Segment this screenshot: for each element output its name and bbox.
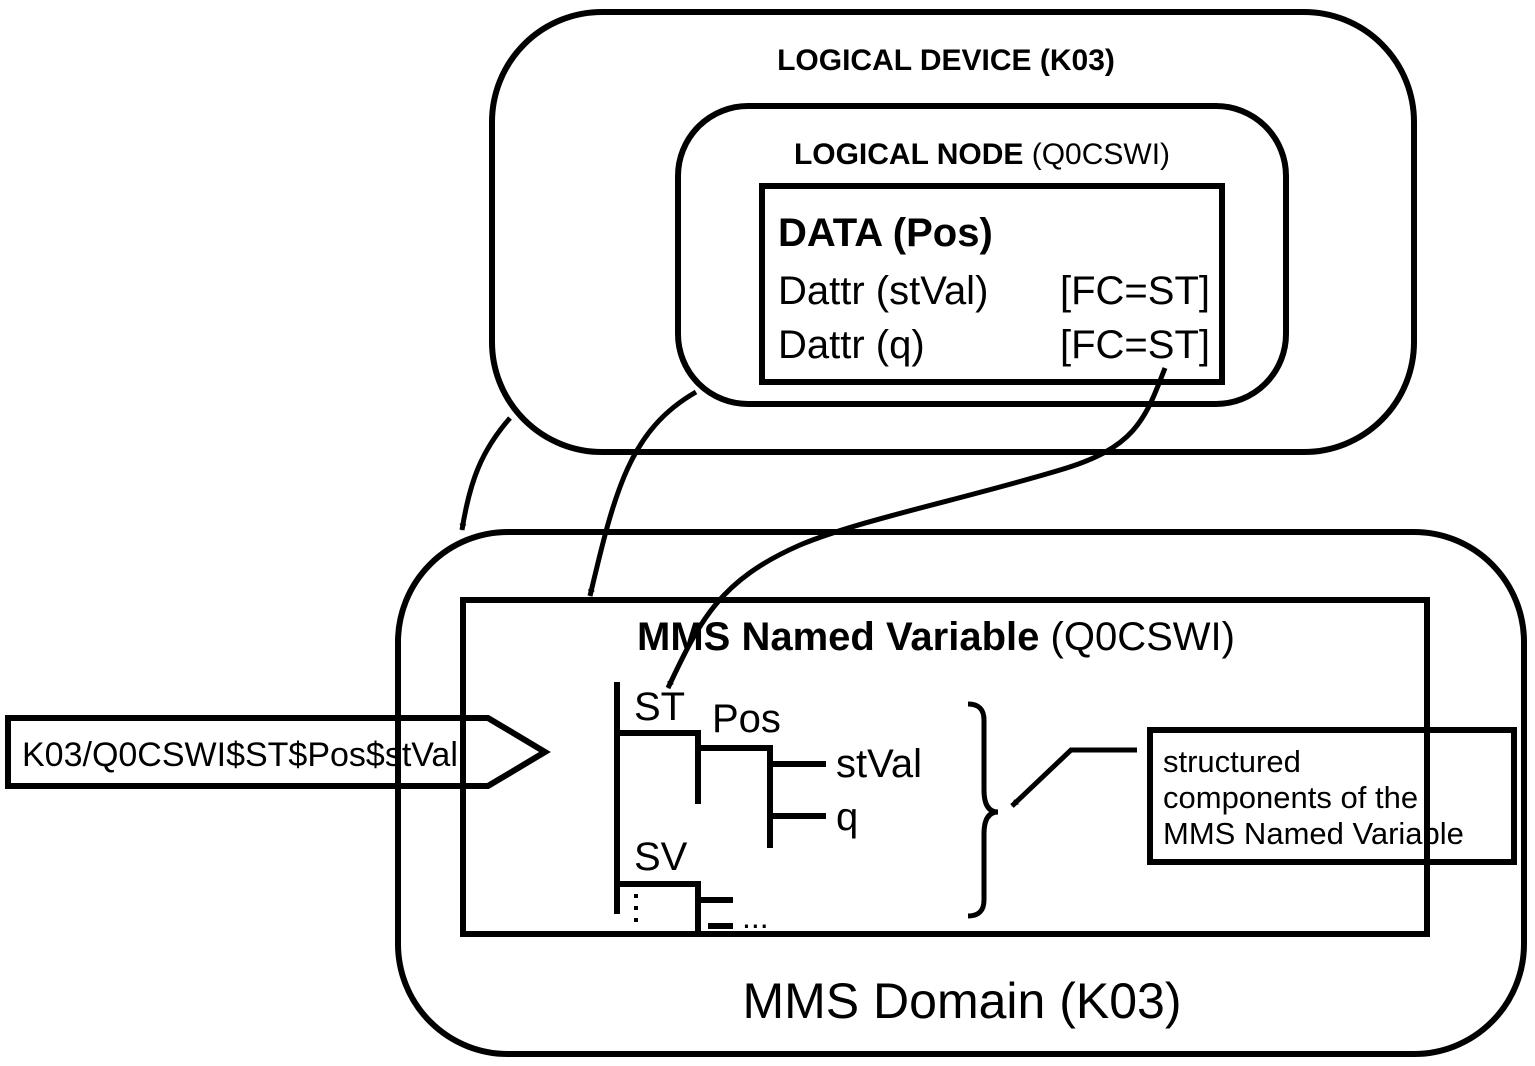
tree-branch-pos [698, 745, 773, 848]
tree-label-stval: stVal [836, 742, 922, 786]
tree-ellipsis: ... [742, 899, 769, 935]
data-attr-fc: [FC=ST] [1060, 323, 1210, 367]
logical-node-label-bold: LOGICAL NODE [794, 138, 1023, 171]
logical-node-label: LOGICAL NODE (Q0CSWI) [794, 138, 1170, 171]
data-attr-name: Dattr (q) [778, 323, 925, 367]
tree-label-pos: Pos [712, 697, 781, 741]
data-box: DATA (Pos) Dattr (stVal) [FC=ST] Dattr (… [759, 183, 1225, 385]
component-tree [614, 682, 826, 934]
callout-arrow [1010, 747, 1137, 808]
mapping-arrow-device-to-domain [459, 416, 512, 531]
named-variable-label: MMS Named Variable (Q0CSWI) [637, 615, 1235, 659]
object-reference-text: K03/Q0CSWI$ST$Pos$stVal [22, 736, 458, 774]
tree-label-sv: SV [634, 835, 688, 879]
curly-brace-icon [967, 701, 999, 919]
logical-node-label-id: (Q0CSWI) [1023, 138, 1170, 171]
mms-domain-label: MMS Domain (K03) [743, 973, 1182, 1029]
mms-domain-box: MMS Domain (K03) [395, 529, 1527, 1057]
tree-label-q: q [836, 795, 858, 839]
tree-branch-st [617, 730, 701, 804]
callout-line: MMS Named Variable [1163, 816, 1464, 851]
tree-branch-sv [617, 881, 701, 934]
mms-named-variable-box: MMS Named Variable (Q0CSWI) [460, 597, 1430, 937]
object-reference-tag: K03/Q0CSWI$ST$Pos$stVal [5, 715, 551, 789]
logical-node-box: LOGICAL NODE (Q0CSWI) [675, 103, 1289, 407]
mapping-arrow-node-to-named-variable [587, 389, 698, 597]
named-variable-label-id: (Q0CSWI) [1039, 615, 1235, 659]
callout-box: structured components of the MMS Named V… [1147, 727, 1517, 865]
data-attr-name: Dattr (stVal) [778, 269, 988, 313]
named-variable-label-bold: MMS Named Variable [637, 615, 1039, 659]
callout-line: structured [1163, 744, 1301, 779]
callout-line: components of the [1163, 780, 1418, 815]
logical-device-box: LOGICAL DEVICE (K03) [489, 9, 1417, 455]
mapping-arrow-fc-to-st [665, 367, 1168, 690]
tree-label-st: ST [634, 685, 685, 729]
logical-device-label: LOGICAL DEVICE (K03) [777, 44, 1115, 77]
data-attr-fc: [FC=ST] [1060, 269, 1210, 313]
data-title: DATA (Pos) [778, 211, 993, 255]
